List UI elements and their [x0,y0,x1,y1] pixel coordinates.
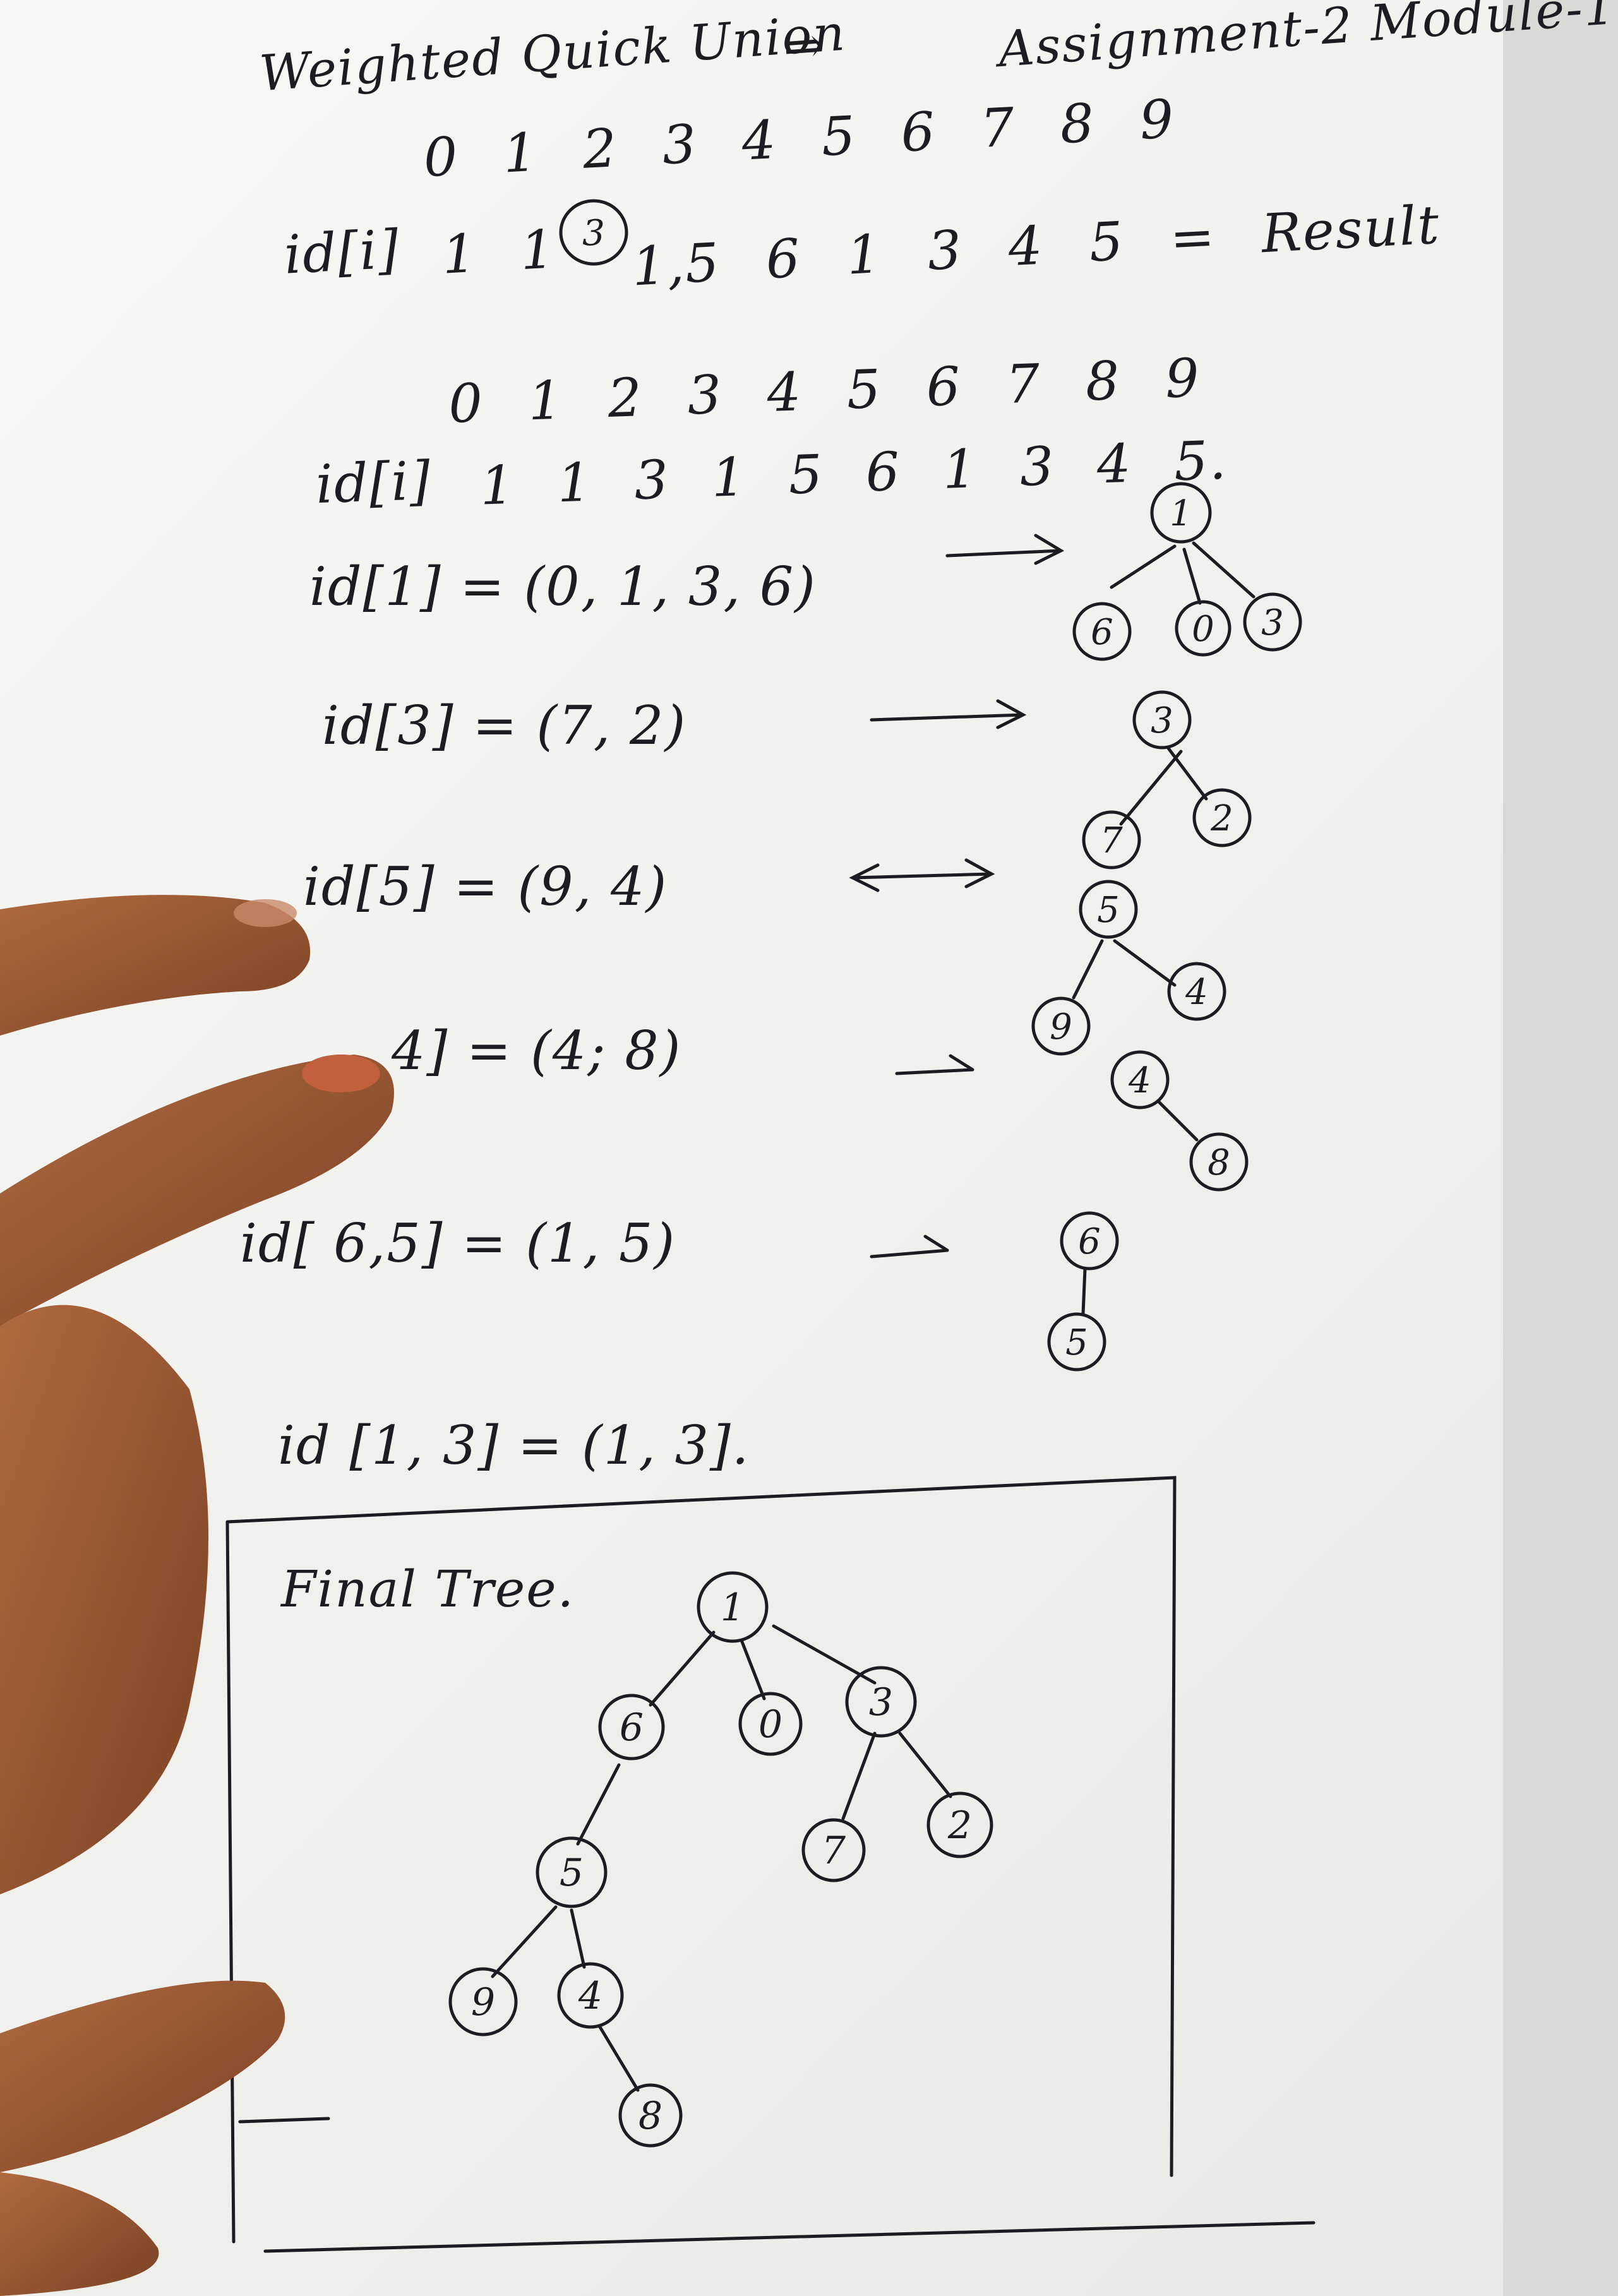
svg-text:4: 4 [1128,1060,1151,1101]
svg-text:6: 6 [1078,1221,1101,1262]
svg-text:5: 5 [1097,890,1120,931]
svg-text:0: 0 [758,1702,782,1747]
svg-text:0: 0 [1192,609,1214,650]
svg-text:3: 3 [1151,700,1173,741]
step-1: id[1] = (0, 1, 3, 6) [309,556,817,618]
step-4: 4] = (4; 8) [392,1020,682,1082]
svg-text:9: 9 [1050,1007,1072,1048]
svg-text:4: 4 [1185,972,1208,1013]
arrow-step-1 [945,534,1065,565]
svg-text:2: 2 [1210,798,1233,839]
svg-text:8: 8 [638,2094,662,2138]
step-6: id [1, 3] = (1, 3]. [278,1414,750,1476]
svg-text:7: 7 [822,1829,846,1873]
step-3: id[5] = (9, 4) [303,856,668,918]
svg-text:6: 6 [1091,612,1113,653]
svg-text:1: 1 [1170,493,1192,534]
final-tree-label: Final Tree. [281,1560,575,1618]
svg-text:9: 9 [471,1980,495,2024]
step-5: id[ 6,5] = (1, 5) [240,1212,676,1274]
svg-text:2: 2 [947,1803,972,1848]
circled-3-label: 3 [582,213,605,254]
final-tree-box [225,1476,1315,2253]
arrow-step-4 [895,1054,974,1075]
svg-text:8: 8 [1208,1142,1230,1183]
arrow-step-2 [870,699,1027,729]
final-node-1: 1 [721,1586,745,1630]
svg-text:3: 3 [1261,602,1284,643]
arrow-step-3 [849,858,995,892]
svg-text:5: 5 [1065,1322,1088,1363]
svg-text:7: 7 [1100,820,1123,861]
svg-text:3: 3 [869,1680,893,1725]
final-tree-nodes: 1 6 0 3 5 7 2 9 4 8 [471,1586,972,2138]
circled-3-mark [559,199,628,266]
step-2: id[3] = (7, 2) [322,695,687,756]
svg-text:5: 5 [560,1851,584,1895]
ink-drawings: 3 1 6 0 3 3 7 2 5 9 4 4 8 6 5 1 6 0 3 5 7 2 9 4 8 [225,199,1315,2253]
svg-text:6: 6 [620,1706,644,1750]
hand-photo [0,895,394,2296]
arrow-step-5 [870,1235,949,1259]
svg-text:4: 4 [578,1974,602,2018]
